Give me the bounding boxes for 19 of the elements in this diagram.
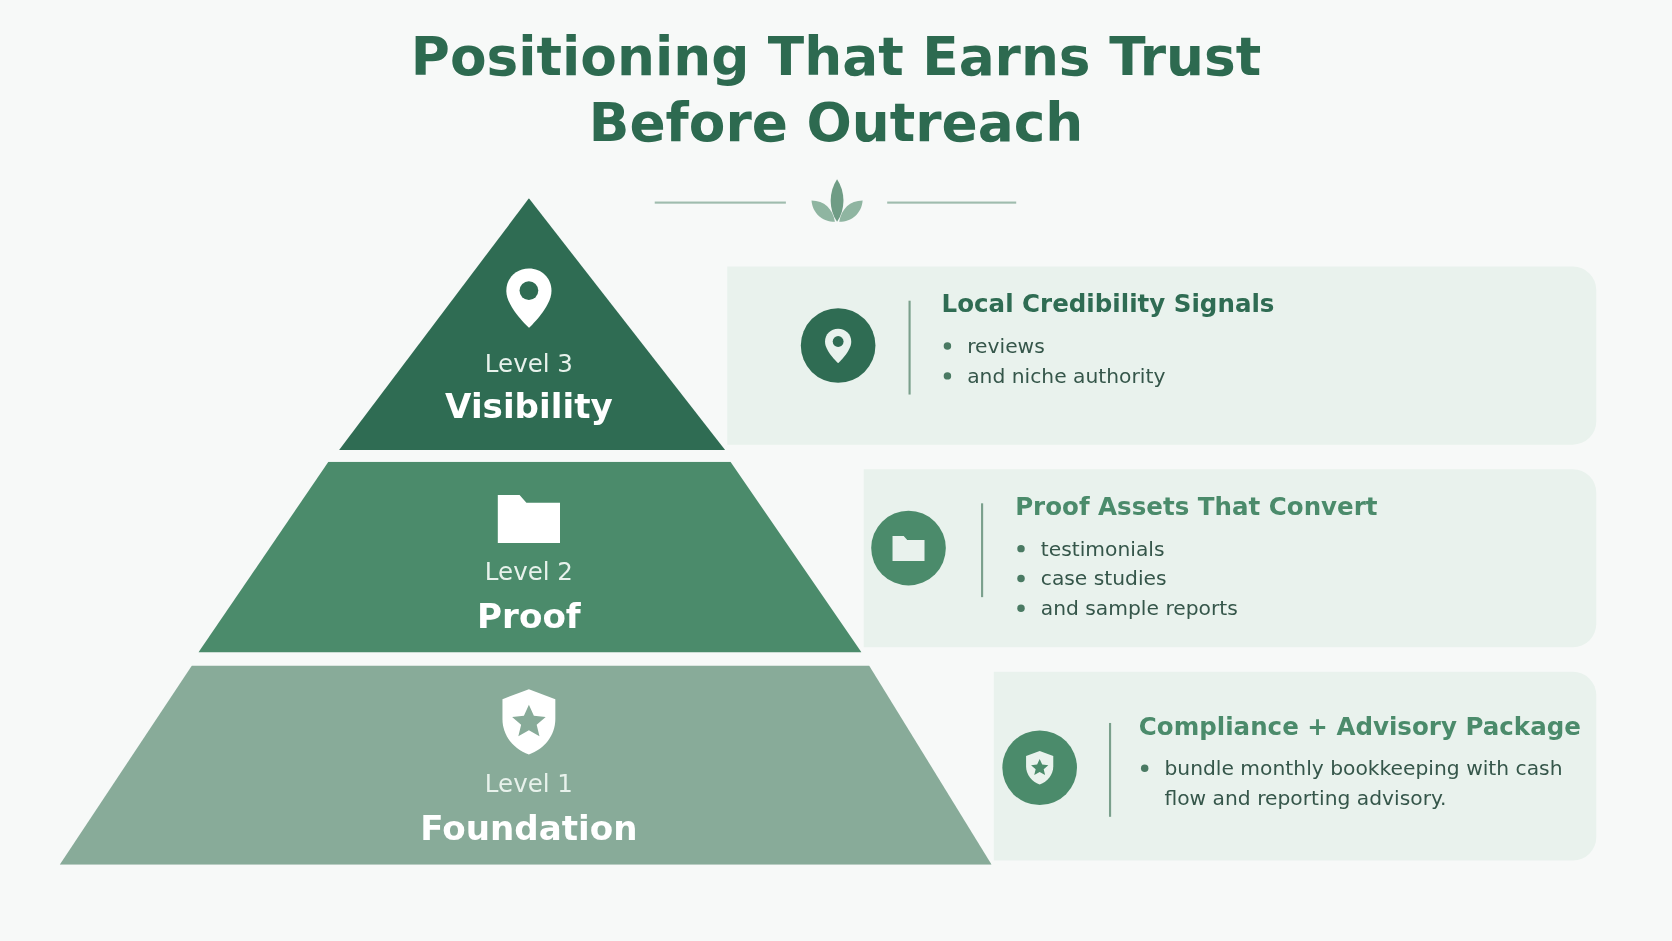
bullet-item: and niche authority bbox=[941, 360, 1166, 391]
info-panel bbox=[863, 469, 1597, 648]
title: Positioning That Earns Trust Before Outreach bbox=[409, 24, 1263, 156]
tier-title: Proof bbox=[477, 596, 581, 637]
info-panel bbox=[993, 671, 1597, 861]
panel-heading: Proof Assets That Convert bbox=[1015, 492, 1378, 521]
bullet-item: testimonials bbox=[1015, 533, 1165, 563]
level-label: Level 3 bbox=[484, 349, 573, 378]
level-label: Level 2 bbox=[484, 557, 573, 586]
panel-heading: Local Credibility Signals bbox=[941, 290, 1275, 318]
bullet-item: reviews bbox=[941, 330, 1045, 361]
bullet-item: case studies bbox=[1015, 563, 1167, 593]
tier-title: Foundation bbox=[420, 808, 638, 849]
tier-title: Visibility bbox=[445, 386, 613, 427]
bullet-item: and sample reports bbox=[1015, 592, 1238, 623]
level-label: Level 1 bbox=[484, 769, 573, 798]
info-panel bbox=[727, 266, 1597, 445]
bullet-item: bundle monthly bookkeeping with cash flow and reporting advisory. bbox=[1138, 752, 1580, 813]
panel-heading: Compliance + Advisory Package bbox=[1138, 712, 1581, 741]
